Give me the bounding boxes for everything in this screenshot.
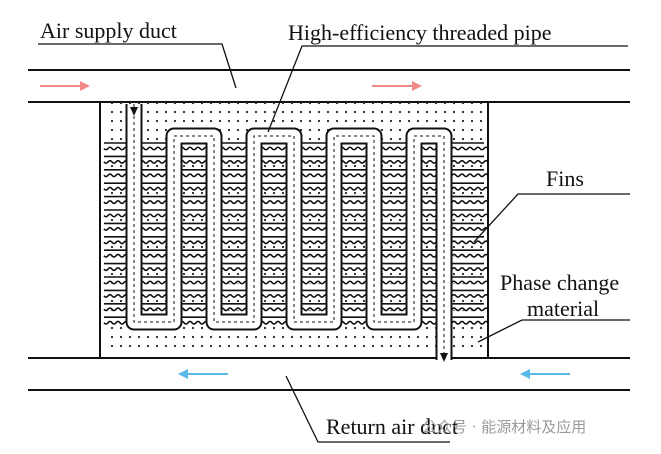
watermark-text: 公众号 · 能源材料及应用 bbox=[422, 418, 586, 436]
label-threaded-pipe: High-efficiency threaded pipe bbox=[288, 20, 551, 45]
label-return-air-duct: Return air duct bbox=[326, 414, 458, 439]
label-fins: Fins bbox=[546, 166, 584, 191]
leader-fins bbox=[473, 193, 630, 243]
supply-arrow-left bbox=[40, 81, 90, 91]
leader-phase-change bbox=[477, 319, 630, 343]
return-arrow-left bbox=[178, 369, 228, 379]
leader-return-duct bbox=[285, 375, 450, 443]
return-arrow-right bbox=[520, 369, 570, 379]
label-phase-change-line2: material bbox=[527, 296, 599, 321]
supply-arrow-right bbox=[372, 81, 422, 91]
threaded-pipe bbox=[125, 104, 453, 362]
air-supply-duct bbox=[28, 69, 630, 103]
leader-supply-duct bbox=[38, 43, 237, 89]
label-phase-change-line1: Phase change bbox=[500, 270, 619, 295]
pipe-outlet-arrow bbox=[440, 353, 448, 362]
label-air-supply-duct: Air supply duct bbox=[40, 18, 177, 43]
leader-threaded-pipe bbox=[267, 45, 628, 133]
pipe-inlet-arrow bbox=[130, 107, 138, 116]
